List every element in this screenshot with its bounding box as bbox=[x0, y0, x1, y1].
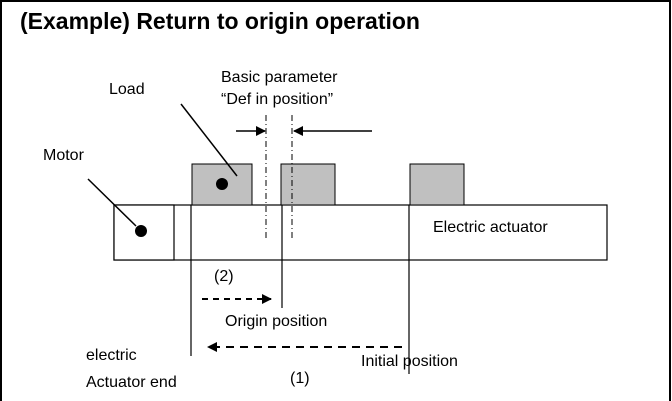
motor-dot bbox=[135, 225, 147, 237]
actuator-body bbox=[113, 204, 608, 261]
actuator-end-label-line2: Actuator end bbox=[86, 374, 177, 391]
parameter-label-line2: “Def in position” bbox=[221, 91, 334, 108]
load-block-origin bbox=[280, 163, 336, 206]
load-block-initial bbox=[409, 163, 465, 206]
motor-label: Motor bbox=[43, 147, 84, 164]
parameter-label-line1: Basic parameter bbox=[221, 69, 338, 86]
load-pointer-line bbox=[180, 103, 238, 177]
load-dot bbox=[216, 178, 228, 190]
step1-label: (1) bbox=[290, 370, 310, 387]
motor-pointer-line bbox=[87, 178, 137, 227]
actuator-end-label-line1: electric bbox=[86, 347, 137, 364]
actuator-label: Electric actuator bbox=[433, 219, 548, 236]
step2-label: (2) bbox=[214, 268, 234, 285]
load-label: Load bbox=[109, 81, 145, 98]
initial-position-label: Initial position bbox=[361, 353, 458, 370]
diagram-title: (Example) Return to origin operation bbox=[20, 8, 420, 34]
origin-position-label: Origin position bbox=[225, 313, 328, 330]
